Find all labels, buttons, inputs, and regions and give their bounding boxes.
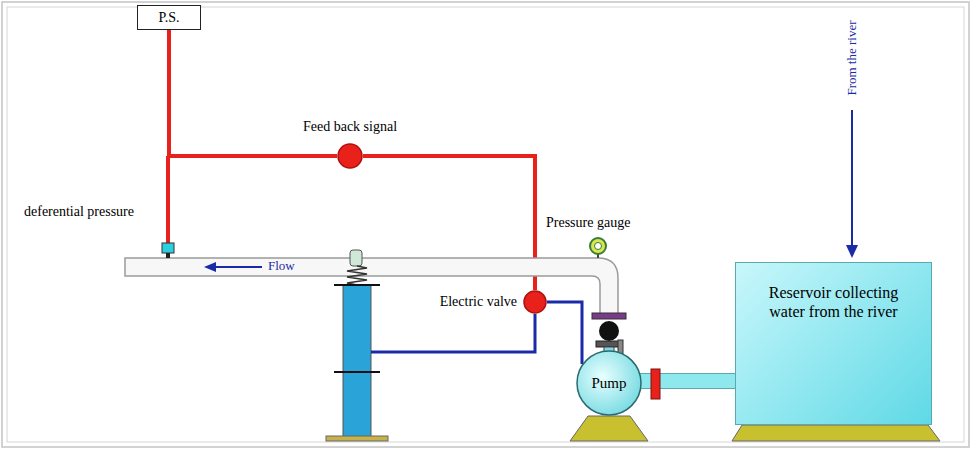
power-supply-box: P.S. bbox=[137, 5, 201, 30]
column-body bbox=[343, 285, 371, 437]
pressure-gauge bbox=[590, 238, 606, 254]
control-line bbox=[371, 314, 535, 352]
pressure-sensor bbox=[162, 243, 174, 253]
column-base bbox=[326, 436, 388, 441]
power-supply-box-label: P.S. bbox=[138, 9, 200, 26]
pipe-flange bbox=[651, 369, 660, 399]
pump: Pump bbox=[576, 350, 642, 416]
flow-label: Flow bbox=[268, 258, 295, 274]
pump-label: Pump bbox=[576, 374, 642, 392]
sensor-label: deferential pressure bbox=[24, 204, 134, 221]
column-ring bbox=[334, 371, 380, 373]
reservoir: Reservoir collecting water from the rive… bbox=[735, 262, 932, 425]
control-line bbox=[547, 302, 582, 364]
inflow-arrow bbox=[851, 110, 853, 248]
reservoir-label: Reservoir collecting water from the rive… bbox=[736, 263, 931, 321]
inflow-arrowhead bbox=[846, 245, 858, 258]
electric-valve: Electric valve bbox=[523, 290, 547, 314]
check-valve bbox=[599, 321, 619, 341]
gauge-face bbox=[595, 243, 602, 250]
gauge-label: Pressure gauge bbox=[546, 215, 630, 232]
electric-valve-outline bbox=[523, 290, 547, 314]
column-glass bbox=[350, 250, 362, 266]
signal-wire bbox=[166, 156, 170, 243]
flow-arrowhead bbox=[204, 262, 216, 272]
flow-arrow bbox=[212, 266, 262, 268]
signal-node: Feed back signal bbox=[337, 143, 363, 169]
sensor-stem bbox=[166, 253, 170, 258]
river-label: From the river bbox=[844, 20, 860, 95]
electric-valve-label: Electric valve bbox=[440, 294, 517, 311]
signal-node-outline bbox=[337, 143, 363, 169]
signal-wire bbox=[169, 30, 337, 156]
reservoir-base bbox=[732, 425, 940, 441]
column-spring bbox=[347, 266, 367, 285]
frame-inner bbox=[7, 7, 964, 442]
signal-node-label: Feed back signal bbox=[303, 119, 397, 136]
column-ring bbox=[334, 284, 380, 286]
flange bbox=[592, 313, 626, 319]
pump-base bbox=[570, 416, 648, 441]
